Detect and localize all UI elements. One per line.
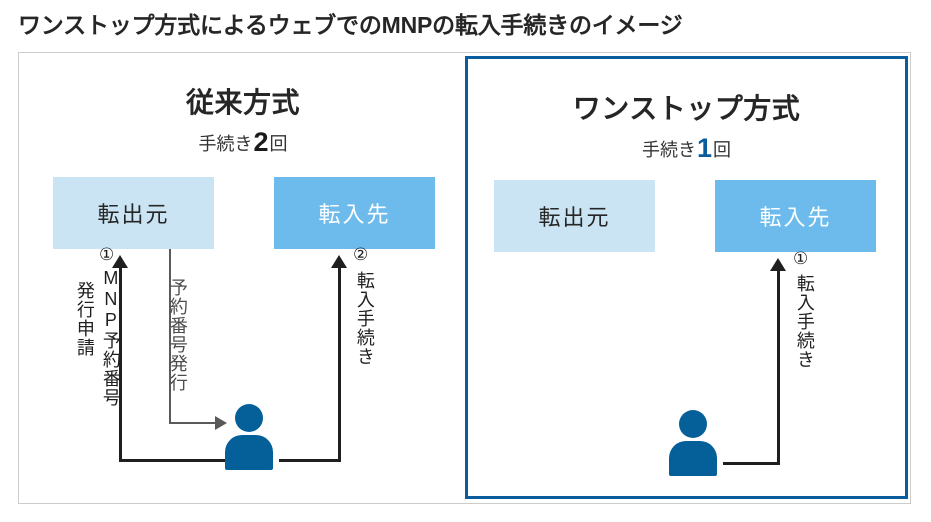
subtitle-count: 2 xyxy=(253,127,269,157)
user-icon-head xyxy=(679,410,707,438)
subtitle-count: 1 xyxy=(696,133,713,163)
carrier-box-from: 転出元 xyxy=(494,180,655,252)
step-label-2: 転入手続き xyxy=(354,271,375,366)
carrier-box-from: 転出元 xyxy=(53,177,214,249)
user-icon xyxy=(221,404,277,470)
user-icon-body xyxy=(225,435,273,470)
flow-line-issue-horizontal xyxy=(169,422,217,424)
flow-line-issue-vertical xyxy=(169,249,171,424)
user-icon-body xyxy=(669,441,717,476)
flow-arrowhead-issue xyxy=(215,416,227,430)
step-number-1: ① xyxy=(793,249,809,268)
subtitle-prefix: 手続き xyxy=(641,140,696,160)
carrier-box-to: 転入先 xyxy=(274,177,435,249)
flow-line-step2-vertical xyxy=(338,268,341,462)
panel-legacy-subtitle: 手続き2回 xyxy=(23,127,463,158)
subtitle-prefix: 手続き xyxy=(198,134,253,154)
flow-arrowhead-step1 xyxy=(770,258,786,271)
flow-arrowhead-step1 xyxy=(112,255,128,268)
carrier-box-to: 転入先 xyxy=(715,180,876,252)
step-label-1: 転入手続き xyxy=(794,274,815,369)
user-icon xyxy=(665,410,721,476)
flow-line-step1-horizontal xyxy=(119,459,227,462)
diagram-frame: 従来方式 手続き2回 転出元 転入先 ① MNP予約番号 発行申請 予約番号発行… xyxy=(18,52,911,504)
flow-line-step1-vertical xyxy=(119,268,122,462)
step-label-1-line2: 発行申請 xyxy=(74,281,95,357)
panel-onestop-subtitle: 手続き1回 xyxy=(468,133,905,164)
step-label-1-line1: MNP予約番号 xyxy=(100,268,121,407)
flow-arrowhead-step2 xyxy=(331,255,347,268)
panel-onestop: ワンストップ方式 手続き1回 転出元 転入先 ① 転入手続き xyxy=(465,56,908,499)
step-number-1: ① xyxy=(99,245,115,264)
panel-legacy: 従来方式 手続き2回 転出元 転入先 ① MNP予約番号 発行申請 予約番号発行… xyxy=(23,53,463,505)
step-label-issue: 予約番号発行 xyxy=(167,278,188,392)
panel-legacy-title: 従来方式 xyxy=(185,87,300,118)
panel-onestop-title: ワンストップ方式 xyxy=(572,93,801,124)
user-icon-head xyxy=(235,404,263,432)
subtitle-suffix: 回 xyxy=(713,140,732,160)
flow-line-step2-horizontal xyxy=(279,459,341,462)
step-number-2: ② xyxy=(353,245,369,264)
subtitle-suffix: 回 xyxy=(269,134,288,154)
flow-line-step1-horizontal xyxy=(723,462,780,465)
page-title: ワンストップ方式によるウェブでのMNPの転入手続きのイメージ xyxy=(18,12,683,38)
flow-line-step1-vertical xyxy=(777,271,780,465)
